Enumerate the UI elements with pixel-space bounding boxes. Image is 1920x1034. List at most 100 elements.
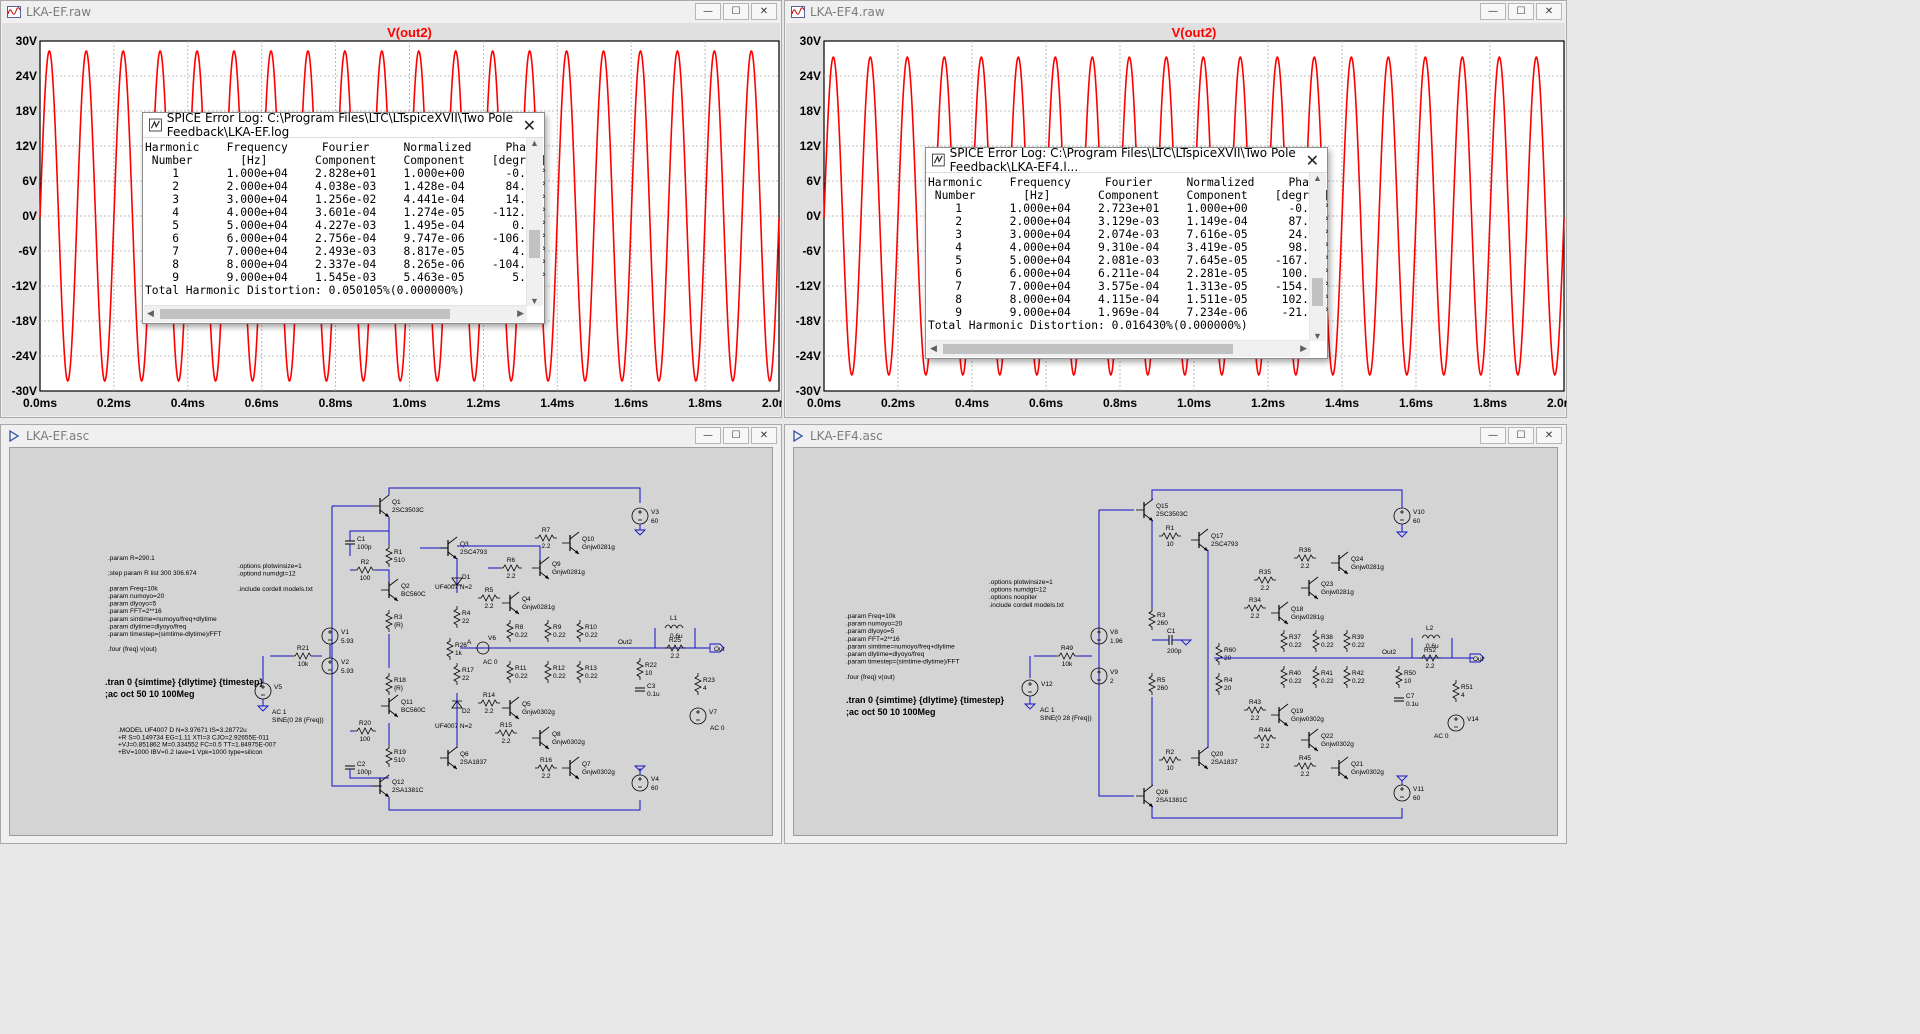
schematic-canvas[interactable]: .param Freq=10k.param numoyo=20.param dl… bbox=[793, 447, 1558, 836]
ground-symbol bbox=[1395, 775, 1409, 782]
fourier-results-text[interactable]: Harmonic Frequency Fourier Normalized Ph… bbox=[928, 176, 1330, 332]
schematic-label: R4 bbox=[462, 610, 471, 617]
schematic-label: 0.22 bbox=[585, 673, 598, 680]
spice-error-log-dialog[interactable]: SPICE Error Log: C:\Program Files\LTC\LT… bbox=[925, 146, 1330, 359]
scrollbar-thumb[interactable] bbox=[943, 344, 1233, 354]
window-titlebar[interactable]: LKA-EF.asc — ☐ ✕ bbox=[1, 425, 781, 447]
schematic-label: 2.2 bbox=[1260, 743, 1269, 750]
resistor-symbol bbox=[544, 620, 552, 642]
close-button[interactable]: ✕ bbox=[751, 3, 777, 20]
schematic-label: 2.2 bbox=[484, 708, 493, 715]
window-title: LKA-EF4.asc bbox=[810, 429, 883, 443]
schematic-label: Gnjw0302g bbox=[1351, 769, 1384, 776]
horizontal-scrollbar[interactable]: ◀ ▶ bbox=[927, 340, 1310, 357]
close-icon[interactable]: ✕ bbox=[522, 116, 536, 135]
resistor-symbol bbox=[694, 673, 702, 695]
close-button[interactable]: ✕ bbox=[751, 427, 777, 444]
schematic-label: Gnjw0281g bbox=[522, 604, 555, 611]
schematic-label: 2SC4793 bbox=[1211, 541, 1238, 548]
scrollbar-thumb[interactable] bbox=[1312, 278, 1323, 306]
resistor-symbol bbox=[1215, 673, 1223, 695]
resistor-symbol bbox=[1280, 630, 1288, 652]
scroll-down-arrow[interactable]: ▼ bbox=[1313, 331, 1322, 341]
resistor-symbol bbox=[1159, 532, 1181, 540]
dialog-titlebar[interactable]: SPICE Error Log: C:\Program Files\LTC\LT… bbox=[143, 111, 544, 139]
ltspice-icon bbox=[149, 118, 162, 132]
horizontal-scrollbar[interactable]: ◀ ▶ bbox=[144, 305, 527, 322]
transistor-symbol bbox=[532, 726, 550, 750]
minimize-button[interactable]: — bbox=[1480, 3, 1506, 20]
schematic-label: 0.22 bbox=[553, 673, 566, 680]
close-icon[interactable]: ✕ bbox=[1305, 151, 1319, 170]
minimize-button[interactable]: — bbox=[695, 3, 721, 20]
scroll-right-arrow[interactable]: ▶ bbox=[517, 308, 524, 318]
schematic-window-ef[interactable]: LKA-EF.asc — ☐ ✕ .param R=290.1;step par… bbox=[0, 424, 782, 844]
scroll-left-arrow[interactable]: ◀ bbox=[930, 343, 937, 353]
schematic-canvas[interactable]: .param R=290.1;step param R list 300 306… bbox=[9, 447, 773, 836]
trace-label: V(out2) bbox=[387, 25, 432, 40]
schematic-label: 2SC3503C bbox=[392, 507, 424, 514]
capacitor-symbol bbox=[1168, 635, 1173, 645]
fourier-results-text[interactable]: Harmonic Frequency Fourier Normalized Ph… bbox=[145, 141, 547, 297]
schematic-label: .tran 0 {simtime} {dlytime} {timestep} bbox=[846, 695, 1005, 705]
y-tick-label: 30V bbox=[16, 34, 37, 48]
spice-error-log-dialog[interactable]: SPICE Error Log: C:\Program Files\LTC\LT… bbox=[142, 111, 547, 324]
scrollbar-thumb[interactable] bbox=[529, 230, 540, 258]
minimize-button[interactable]: — bbox=[1480, 427, 1506, 444]
schematic-label: Q15 bbox=[1156, 503, 1169, 510]
schematic-label: 0.22 bbox=[553, 632, 566, 639]
schematic-label: 2SA1837 bbox=[460, 759, 487, 766]
schematic-label: .param dlyoyo=5 bbox=[846, 628, 895, 635]
schematic-label: R35 bbox=[1259, 569, 1271, 576]
voltage-source-symbol bbox=[1447, 714, 1465, 732]
schematic-label: .optiond numdgt=12 bbox=[238, 571, 296, 578]
schematic-label: R34 bbox=[1249, 597, 1261, 604]
vertical-scrollbar[interactable]: ▲ ▼ bbox=[1309, 173, 1326, 341]
resistor-symbol bbox=[1254, 576, 1276, 584]
scrollbar-thumb[interactable] bbox=[160, 309, 450, 319]
ground-symbol bbox=[633, 765, 647, 772]
capacitor-symbol bbox=[345, 765, 355, 770]
y-tick-label: 6V bbox=[806, 174, 821, 188]
window-titlebar[interactable]: LKA-EF.raw — ☐ ✕ bbox=[1, 1, 781, 23]
close-button[interactable]: ✕ bbox=[1536, 3, 1562, 20]
schematic-label: V12 bbox=[1041, 681, 1053, 688]
x-tick-label: 2.0ms bbox=[762, 396, 782, 410]
schematic-label: 60 bbox=[651, 785, 659, 792]
schematic-drawing[interactable]: .param R=290.1;step param R list 300 306… bbox=[10, 448, 774, 837]
schematic-label: BC560C bbox=[401, 591, 426, 598]
voltage-source-symbol bbox=[1021, 679, 1039, 697]
resistor-symbol bbox=[1148, 608, 1156, 630]
scroll-up-arrow[interactable]: ▲ bbox=[530, 138, 539, 148]
schematic-label: 2.2 bbox=[1300, 771, 1309, 778]
window-titlebar[interactable]: LKA-EF4.raw — ☐ ✕ bbox=[785, 1, 1566, 23]
close-button[interactable]: ✕ bbox=[1536, 427, 1562, 444]
maximize-button[interactable]: ☐ bbox=[723, 427, 749, 444]
schematic-label: A bbox=[467, 639, 472, 646]
voltage-source-symbol bbox=[1090, 667, 1108, 685]
schematic-label: .param FFT=2**16 bbox=[846, 636, 900, 643]
x-tick-label: 1.2ms bbox=[1251, 396, 1285, 410]
schematic-label: Q19 bbox=[1291, 708, 1304, 715]
schematic-drawing[interactable]: .param Freq=10k.param numoyo=20.param dl… bbox=[794, 448, 1559, 837]
schematic-label: .MODEL UF4007 D N=3.97671 IS=3.28772u bbox=[118, 727, 247, 734]
x-tick-label: 1.6ms bbox=[614, 396, 648, 410]
scroll-left-arrow[interactable]: ◀ bbox=[147, 308, 154, 318]
scroll-down-arrow[interactable]: ▼ bbox=[530, 296, 539, 306]
maximize-button[interactable]: ☐ bbox=[1508, 3, 1534, 20]
schematic-label: Q6 bbox=[460, 751, 469, 758]
resistor-symbol bbox=[544, 661, 552, 683]
dialog-titlebar[interactable]: SPICE Error Log: C:\Program Files\LTC\LT… bbox=[926, 146, 1327, 174]
scroll-right-arrow[interactable]: ▶ bbox=[1300, 343, 1307, 353]
maximize-button[interactable]: ☐ bbox=[1508, 427, 1534, 444]
schematic-label: Gnjw0281g bbox=[552, 569, 585, 576]
window-titlebar[interactable]: LKA-EF4.asc — ☐ ✕ bbox=[785, 425, 1566, 447]
transistor-symbol bbox=[532, 556, 550, 580]
maximize-button[interactable]: ☐ bbox=[723, 3, 749, 20]
voltage-source-symbol bbox=[1393, 784, 1411, 802]
minimize-button[interactable]: — bbox=[695, 427, 721, 444]
scroll-up-arrow[interactable]: ▲ bbox=[1313, 173, 1322, 183]
schematic-window-ef4[interactable]: LKA-EF4.asc — ☐ ✕ .param Freq=10k.param … bbox=[784, 424, 1567, 844]
dialog-title: SPICE Error Log: C:\Program Files\LTC\LT… bbox=[166, 111, 513, 139]
vertical-scrollbar[interactable]: ▲ ▼ bbox=[526, 138, 543, 306]
